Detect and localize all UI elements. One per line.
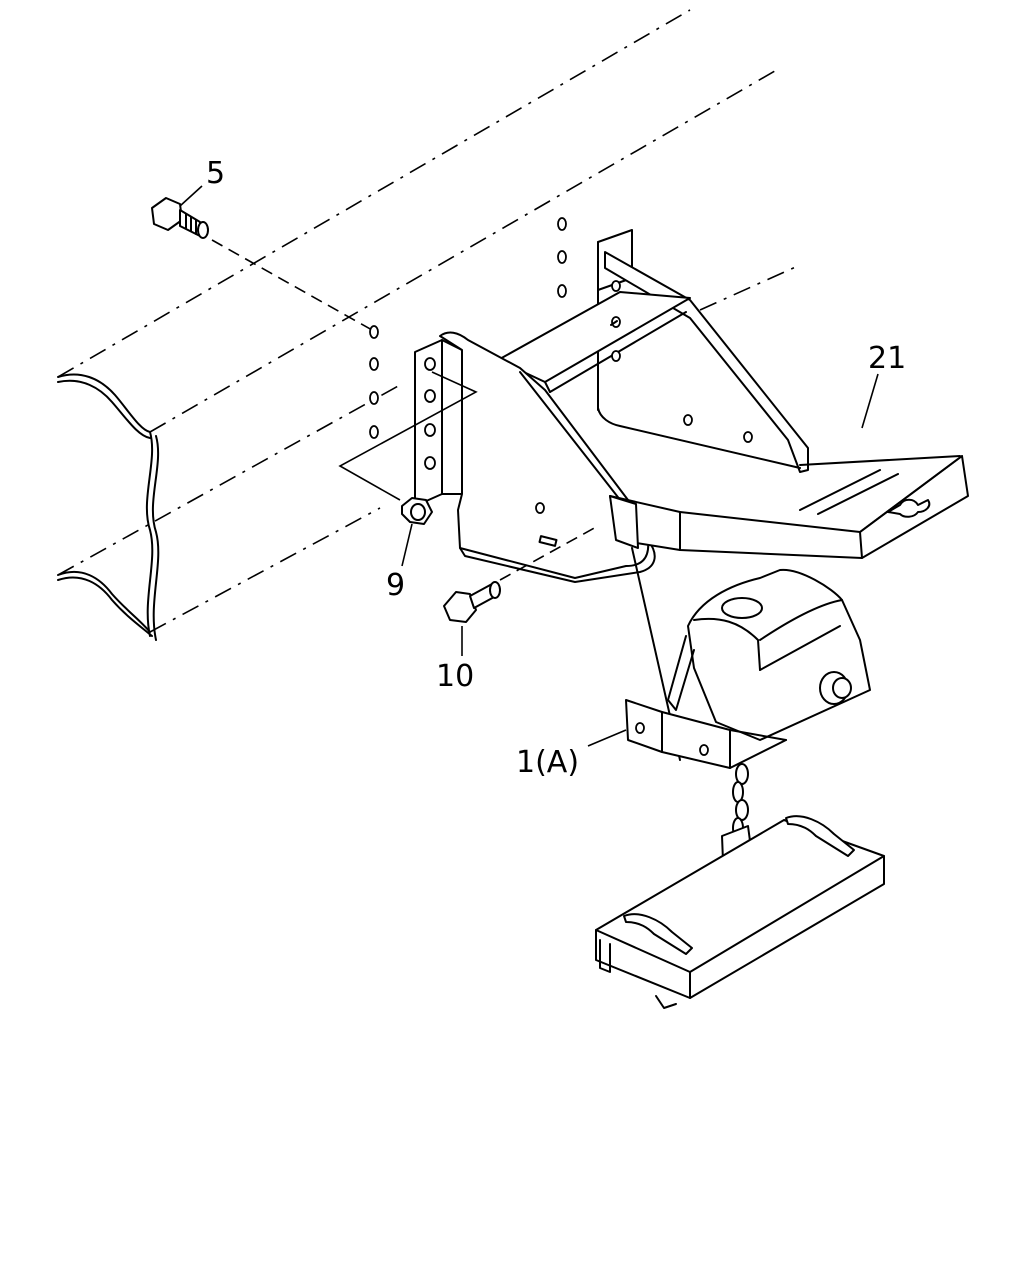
carrier-bracket — [414, 229, 969, 583]
bolt-upper — [151, 197, 209, 239]
callout-1a: 1(A) — [516, 745, 579, 780]
bolt-upper-axis — [211, 239, 373, 331]
callout-21: 21 — [868, 341, 906, 376]
callout-9: 9 — [386, 568, 405, 603]
rail-web-plane — [338, 371, 478, 501]
carrier-assembly — [595, 568, 885, 1009]
callout-10: 10 — [436, 659, 474, 694]
callout-leaders — [179, 185, 879, 747]
bolt-lower — [443, 581, 501, 623]
frame-rail — [57, 9, 801, 641]
callout-5: 5 — [206, 156, 225, 191]
frame-rail-holes — [369, 217, 567, 439]
nut — [401, 497, 433, 525]
